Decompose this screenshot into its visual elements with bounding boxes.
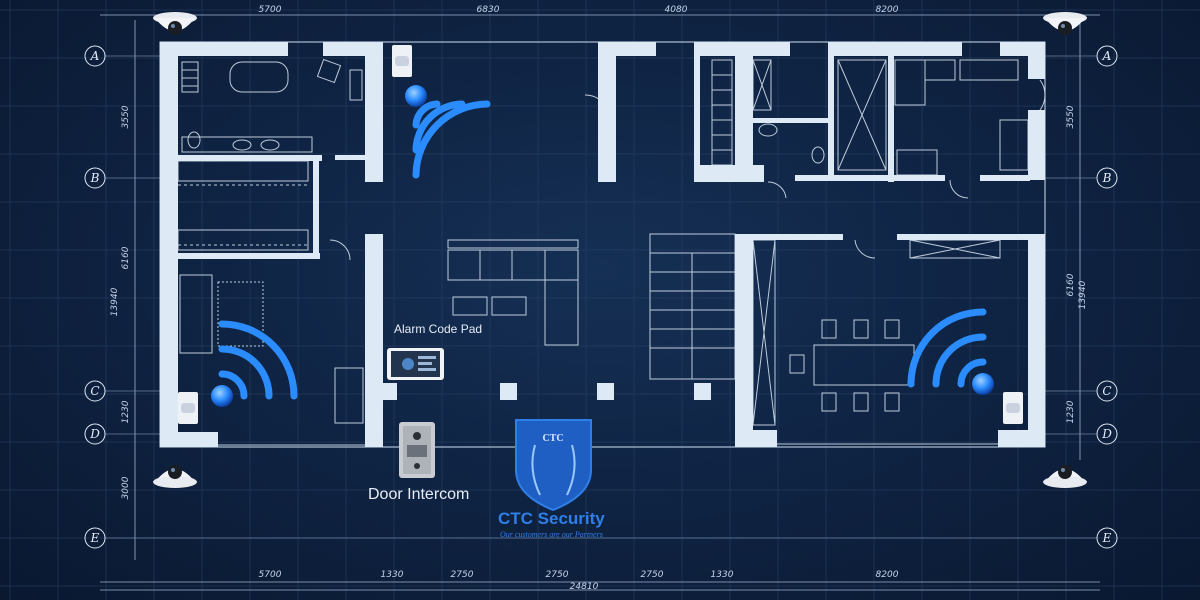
dim-top-3: 4080 (665, 5, 688, 15)
dim-left-2: 6160 (121, 246, 131, 269)
dim-left-1: 3550 (121, 105, 131, 128)
wifi-signal (907, 308, 994, 395)
door-intercom-device (399, 422, 435, 478)
axis-label-c-left: C (90, 384, 99, 398)
dim-left-4: 3000 (121, 476, 131, 499)
dome-camera (1043, 465, 1087, 488)
dim-bottom-3: 2750 (451, 570, 474, 580)
axis-label-a-left: A (90, 49, 100, 63)
axis-label-e-right: E (1102, 531, 1112, 545)
dome-camera (153, 12, 197, 35)
shield-badge-text: CTC (542, 433, 563, 444)
dim-right-total: 13940 (1078, 280, 1088, 309)
wifi-signal (405, 85, 491, 179)
dim-right-2: 6160 (1066, 273, 1076, 296)
axis-label-e-left: E (90, 531, 100, 545)
dim-bottom-5: 2750 (641, 570, 664, 580)
dim-top-4: 8200 (876, 5, 899, 15)
axis-label-c-right: C (1102, 384, 1111, 398)
motion-sensor (392, 45, 412, 77)
axis-label-d-left: D (89, 427, 100, 441)
alarm-code-pad-label: Alarm Code Pad (394, 322, 483, 336)
axis-label-b-right: B (1102, 171, 1112, 185)
walls (160, 42, 1045, 447)
axis-markers-left (84, 45, 106, 549)
dim-bottom-2: 1330 (381, 570, 404, 580)
dim-bottom-6: 1330 (711, 570, 734, 580)
axis-markers-right (1096, 45, 1118, 549)
dim-bottom-1: 5700 (259, 570, 282, 580)
dimension-lines (100, 14, 1100, 591)
wifi-signal (211, 320, 298, 407)
dim-right-1: 3550 (1066, 105, 1076, 128)
alarm-code-pad-device (387, 348, 444, 380)
dim-bottom-4: 2750 (546, 570, 569, 580)
dim-bottom-7: 8200 (876, 570, 899, 580)
dim-bottom-total: 24810 (570, 582, 599, 592)
dim-left-total: 13940 (110, 287, 120, 316)
axis-lines (105, 55, 1097, 539)
axis-label-d-right: D (1101, 427, 1112, 441)
door-intercom-label: Door Intercom (368, 486, 470, 503)
dim-right-3: 1230 (1066, 400, 1076, 423)
dim-top-2: 6830 (477, 5, 500, 15)
axis-label-b-left: B (90, 171, 100, 185)
axis-label-a-right: A (1102, 49, 1112, 63)
motion-sensor (178, 392, 198, 424)
dome-camera (153, 465, 197, 488)
brand-tagline: Our customers are our Partners (500, 530, 603, 539)
ctc-shield-logo: CTC (515, 419, 592, 512)
motion-sensor (1003, 392, 1023, 424)
dim-top-1: 5700 (259, 5, 282, 15)
fixtures (177, 58, 1046, 446)
dome-camera (1043, 12, 1087, 35)
dim-left-3: 1230 (121, 400, 131, 423)
brand-name: CTC Security (498, 509, 605, 528)
